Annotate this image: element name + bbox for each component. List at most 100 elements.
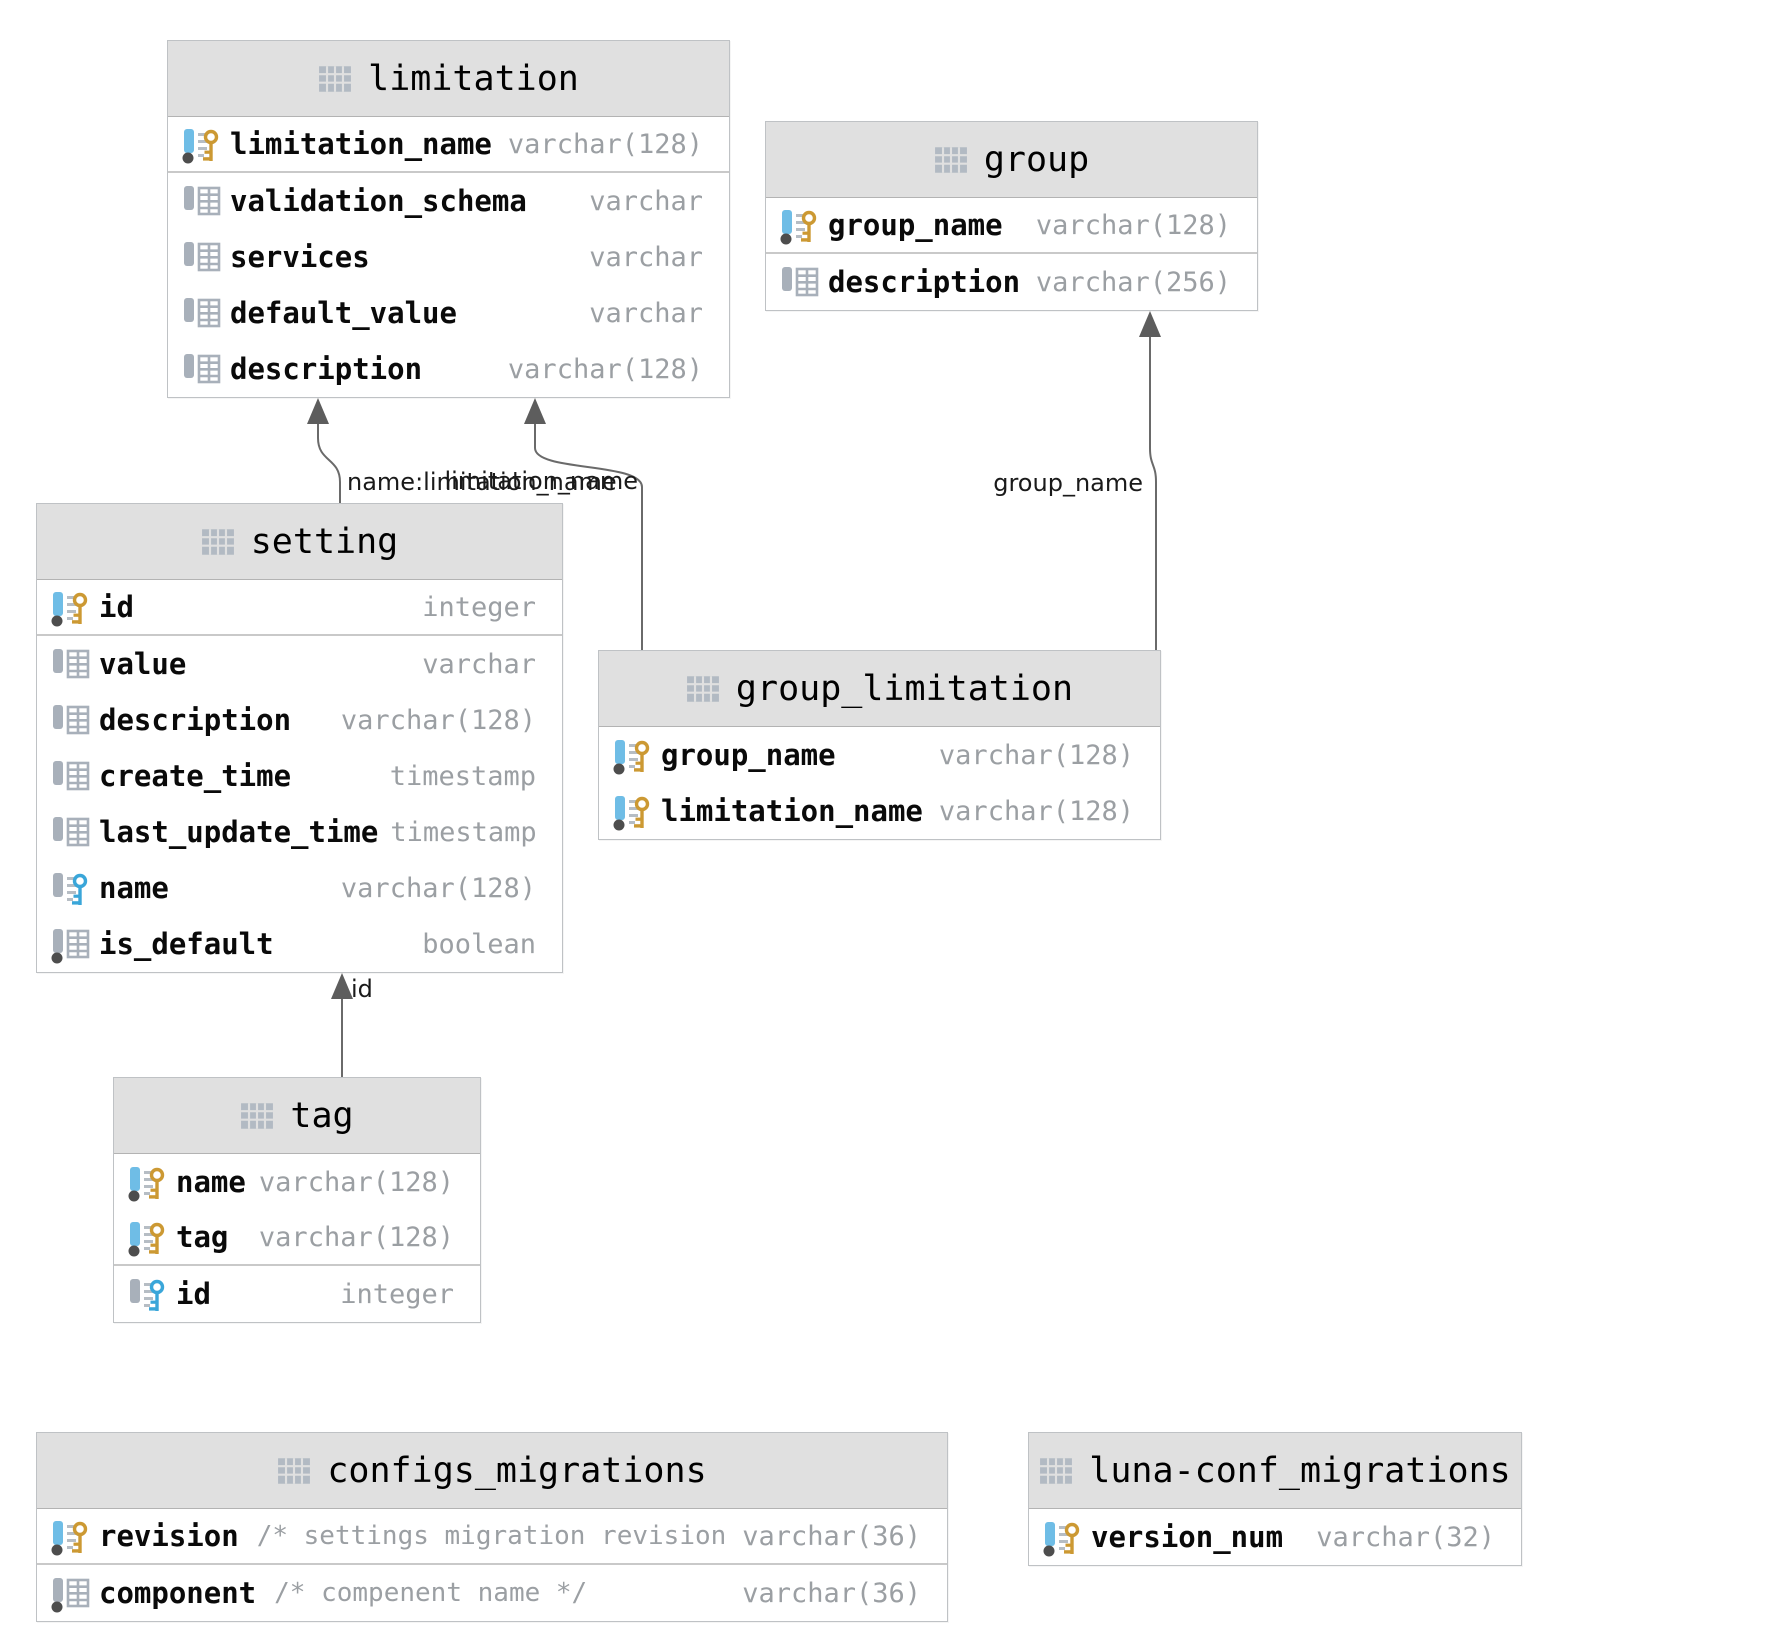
column-name: version_num	[1091, 1520, 1284, 1554]
table-header[interactable]: group_limitation	[599, 651, 1160, 727]
column-icon	[782, 267, 819, 297]
column-row[interactable]: id integer	[114, 1266, 480, 1322]
table-icon	[278, 1457, 311, 1484]
table-icon	[319, 65, 352, 92]
table-luna-conf_migrations[interactable]: luna-conf_migrations version_num varchar(3…	[1028, 1432, 1522, 1566]
table-configs_migrations[interactable]: configs_migrations revision/* settings mi…	[36, 1432, 948, 1622]
primary-key-icon	[1043, 1522, 1080, 1557]
foreign-key-icon	[53, 873, 88, 905]
column-row[interactable]: group_name varchar(128)	[599, 727, 1160, 783]
primary-key-icon	[128, 1167, 165, 1202]
table-icon	[934, 146, 967, 173]
column-icon	[53, 705, 90, 735]
table-icon	[686, 675, 719, 702]
column-name: services	[230, 240, 370, 274]
column-type: varchar(128)	[507, 128, 703, 160]
column-row[interactable]: services varchar	[168, 229, 729, 285]
table-header[interactable]: group	[766, 122, 1257, 198]
column-type: varchar(128)	[938, 795, 1134, 827]
column-name: revision	[99, 1519, 239, 1553]
table-title: configs_migrations	[327, 1450, 707, 1491]
table-title: limitation	[368, 58, 579, 99]
column-name: validation_schema	[230, 184, 527, 218]
column-row[interactable]: tag varchar(128)	[114, 1210, 480, 1266]
column-row[interactable]: name varchar(128)	[114, 1154, 480, 1210]
column-type: varchar	[422, 648, 536, 680]
column-icon	[53, 817, 90, 847]
column-type: timestamp	[389, 760, 536, 792]
column-icon	[184, 242, 221, 272]
column-name: component	[99, 1576, 257, 1610]
column-type: boolean	[422, 928, 536, 960]
primary-foreign-key-icon	[613, 740, 650, 775]
column-type: varchar(32)	[1316, 1521, 1495, 1553]
table-icon	[1040, 1457, 1073, 1484]
column-type: varchar(128)	[340, 704, 536, 736]
table-header[interactable]: setting	[37, 504, 562, 580]
column-type: varchar(128)	[938, 739, 1134, 771]
column-type: varchar(128)	[258, 1221, 454, 1253]
column-icon	[184, 186, 221, 216]
column-name: create_time	[99, 759, 292, 793]
column-name: group_name	[828, 208, 1003, 242]
primary-key-icon	[128, 1222, 165, 1257]
column-name: limitation_name	[661, 794, 923, 828]
column-type: varchar(256)	[1035, 266, 1231, 298]
column-row[interactable]: component /* compenent name */ varchar(36)	[37, 1565, 947, 1621]
column-comment: /* compenent name */	[274, 1578, 588, 1608]
foreign-key-icon	[130, 1279, 165, 1311]
column-row[interactable]: create_time timestamp	[37, 748, 562, 804]
column-row[interactable]: limitation_name varchar(128)	[168, 117, 729, 173]
column-name: id	[176, 1277, 211, 1311]
table-icon	[201, 528, 234, 555]
table-header[interactable]: configs_migrations	[37, 1433, 947, 1509]
column-row[interactable]: validation_schema varchar	[168, 173, 729, 229]
column-row[interactable]: description varchar(128)	[37, 692, 562, 748]
column-row[interactable]: name varchar(128)	[37, 860, 562, 916]
column-not-null-icon	[51, 1578, 90, 1613]
table-limitation[interactable]: limitation limitation_name varchar(128) val…	[167, 40, 730, 398]
column-name: tag	[176, 1220, 229, 1254]
column-type: varchar	[589, 241, 703, 273]
table-title: setting	[250, 521, 399, 562]
column-type: varchar	[589, 185, 703, 217]
table-header[interactable]: luna-conf_migrations	[1029, 1433, 1521, 1509]
column-type: varchar(36)	[742, 1577, 921, 1609]
column-name: description	[230, 352, 423, 386]
column-icon	[184, 354, 221, 384]
column-type: varchar	[589, 297, 703, 329]
column-name: description	[99, 703, 292, 737]
column-name: name	[176, 1165, 246, 1199]
table-header[interactable]: tag	[114, 1078, 480, 1154]
column-type: integer	[340, 1278, 454, 1310]
column-name: group_name	[661, 738, 836, 772]
column-type: varchar(128)	[340, 872, 536, 904]
column-row[interactable]: limitation_name varchar(128)	[599, 783, 1160, 839]
column-name: id	[99, 590, 134, 624]
column-row[interactable]: version_num varchar(32)	[1029, 1509, 1521, 1565]
table-header[interactable]: limitation	[168, 41, 729, 117]
table-icon	[241, 1102, 274, 1129]
primary-key-icon	[51, 1521, 88, 1556]
column-name: limitation_name	[230, 127, 492, 161]
table-tag[interactable]: tag name varchar(128) tag varchar(128) id inte…	[113, 1077, 481, 1323]
column-row[interactable]: id integer	[37, 580, 562, 636]
column-icon	[184, 298, 221, 328]
column-row[interactable]: revision/* settings migration revision *…	[37, 1509, 947, 1565]
primary-key-icon	[51, 592, 88, 627]
column-type: integer	[422, 591, 536, 623]
column-name: name	[99, 871, 169, 905]
table-title: luna-conf_migrations	[1089, 1450, 1511, 1491]
column-type: varchar(128)	[258, 1166, 454, 1198]
